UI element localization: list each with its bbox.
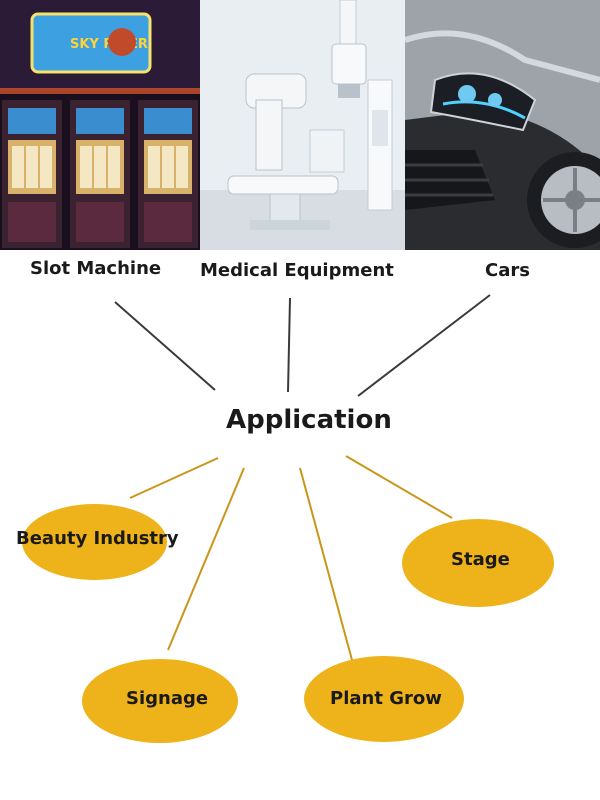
bubble-beauty-industry bbox=[22, 504, 167, 580]
bubble-signage bbox=[82, 659, 238, 743]
bubble-plant-grow bbox=[304, 656, 464, 742]
label-slot-machine: Slot Machine bbox=[30, 258, 162, 279]
center-title: Application bbox=[226, 405, 392, 435]
bubble-label-beauty-industry: Beauty Industry bbox=[16, 528, 179, 549]
bubble-stage bbox=[402, 519, 554, 607]
connector-cars bbox=[357, 294, 491, 397]
label-medical-equipment: Medical Equipment bbox=[200, 260, 394, 281]
connector-stage bbox=[345, 455, 453, 519]
medical-equipment-image bbox=[200, 0, 405, 250]
bubble-label-stage: Stage bbox=[451, 549, 510, 570]
car-image bbox=[405, 0, 600, 250]
label-cars: Cars bbox=[485, 260, 530, 281]
bubble-label-signage: Signage bbox=[126, 688, 209, 709]
bubble-label-plant-grow: Plant Grow bbox=[330, 688, 442, 709]
connector-medical-equipment bbox=[287, 297, 291, 393]
connector-signage bbox=[167, 467, 245, 651]
connector-beauty-industry bbox=[129, 457, 219, 499]
connector-plant-grow bbox=[299, 467, 353, 661]
slot-machine-image: SKY RIDER bbox=[0, 0, 200, 250]
connector-slot-machine bbox=[114, 301, 216, 391]
